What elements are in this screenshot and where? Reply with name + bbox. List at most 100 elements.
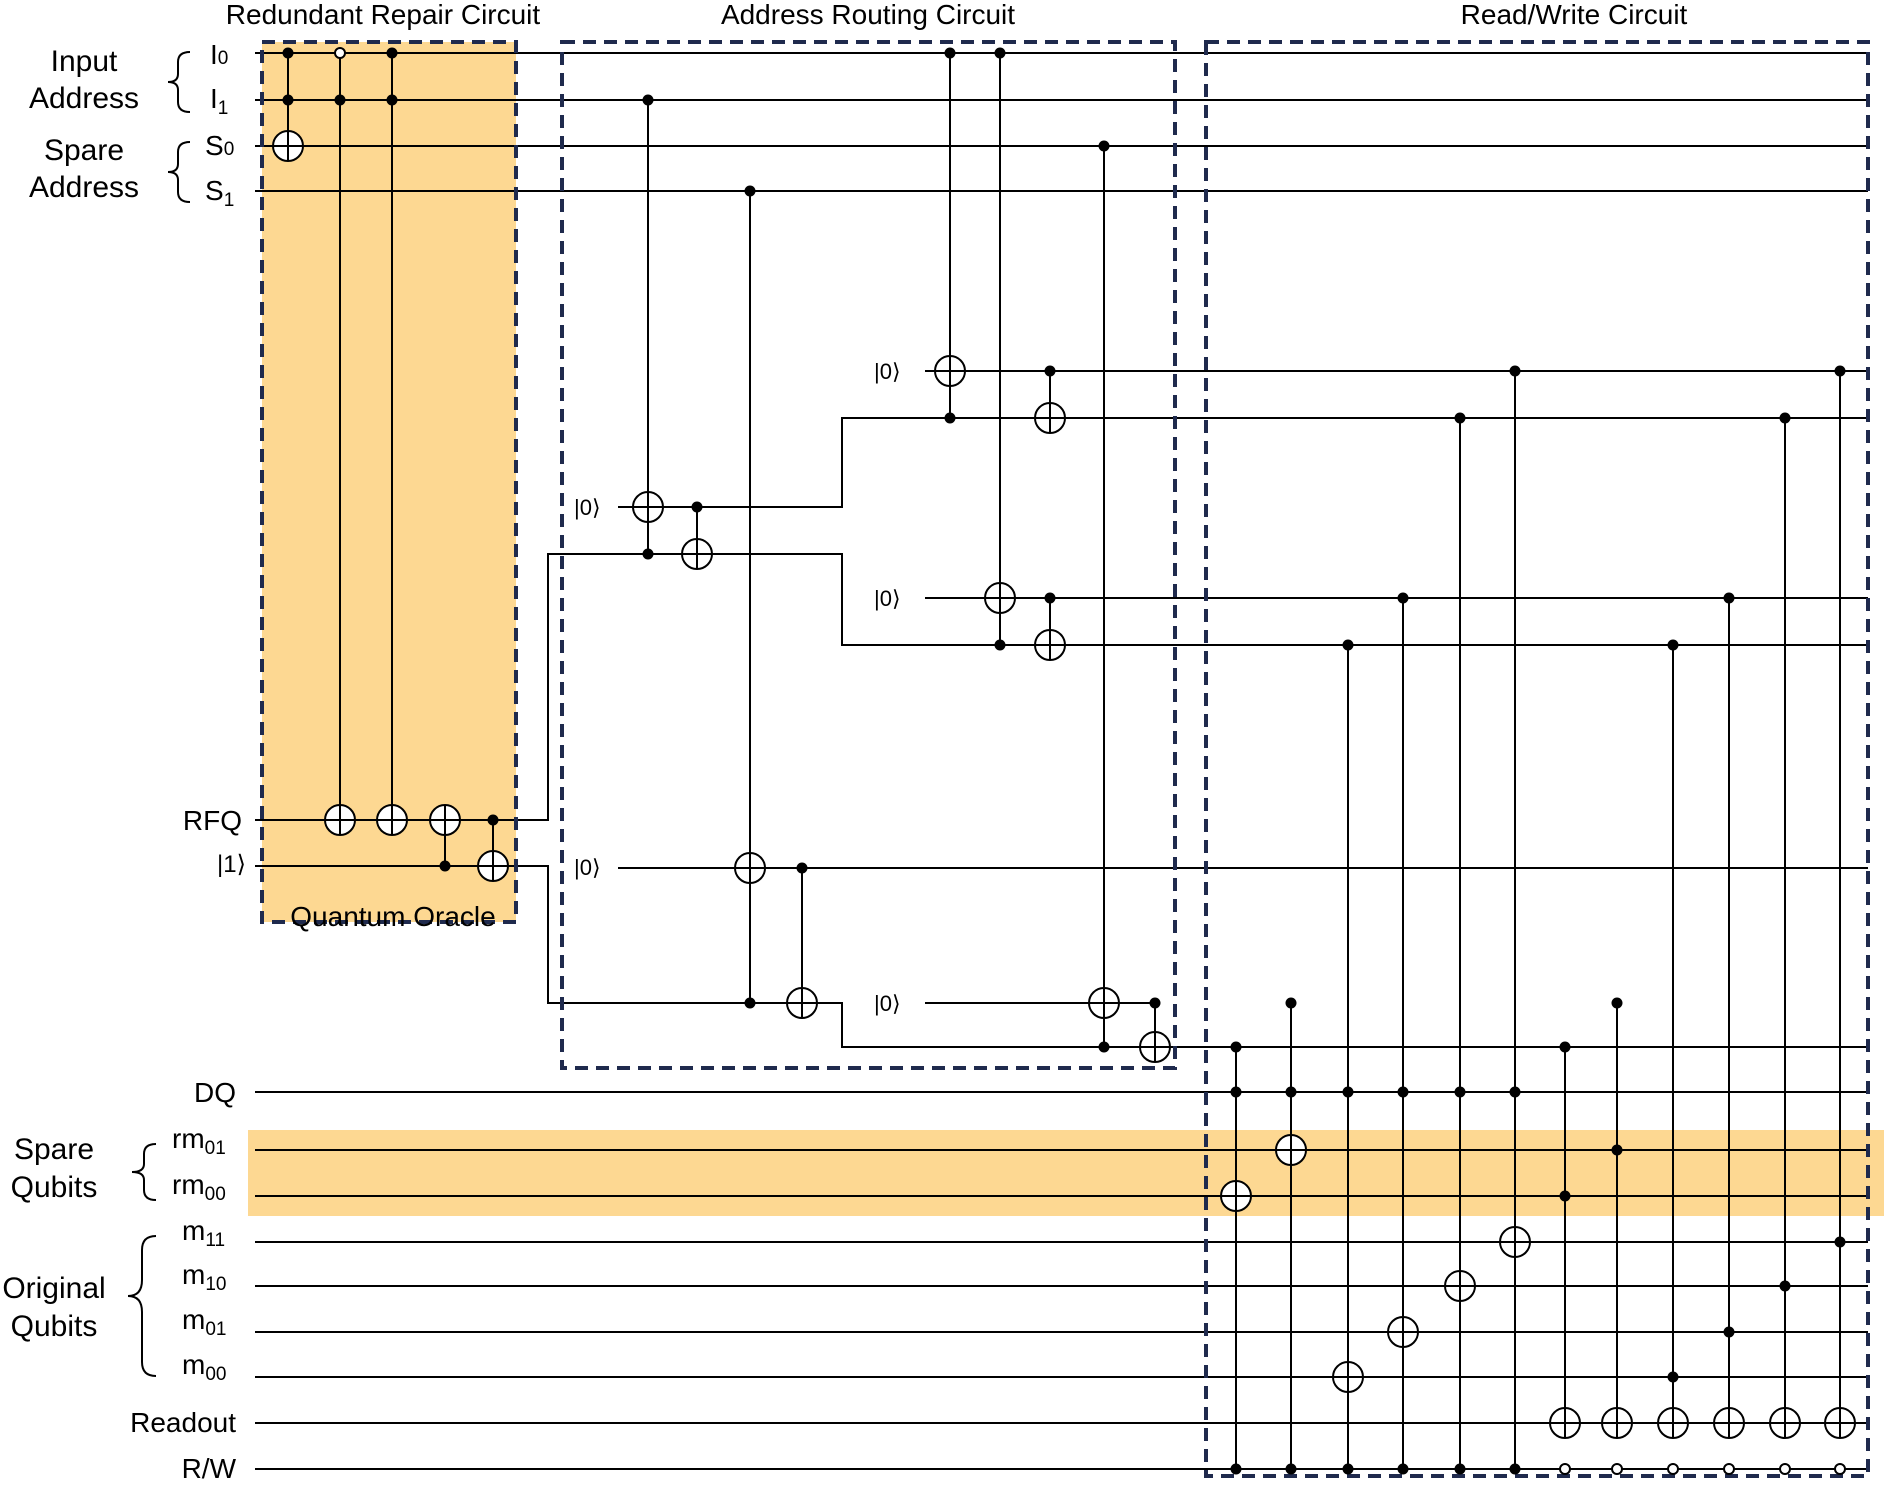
open-control-dot-2	[1611, 1463, 1623, 1475]
control-dot-11	[744, 997, 756, 1009]
control-dot-14	[944, 412, 956, 424]
control-dot-13	[944, 47, 956, 59]
readwrite-circuit-box	[1204, 40, 1870, 1478]
control-dot-23	[1230, 1086, 1242, 1098]
braces	[127, 51, 191, 1377]
cnot-target-5	[632, 491, 664, 523]
control-dot-47	[1723, 1326, 1735, 1338]
oracle-highlight	[262, 42, 516, 922]
cnot-target-19	[1444, 1270, 1476, 1302]
control-dot-32	[1397, 1086, 1409, 1098]
open-control-dot-6	[1834, 1463, 1846, 1475]
control-lines	[287, 53, 1841, 1469]
control-dot-20	[1098, 1041, 1110, 1053]
control-dot-34	[1454, 412, 1466, 424]
wire-label-rm01: rm01	[172, 1123, 226, 1159]
control-dot-8	[642, 548, 654, 560]
ancilla-label-1: |0⟩	[574, 495, 601, 520]
group-label-input-2: Address	[29, 82, 139, 115]
control-dot-7	[642, 94, 654, 106]
wire-label-s1: S1	[205, 175, 234, 211]
group-label-spare-qubits-2: Qubits	[11, 1171, 98, 1204]
control-dot-40	[1559, 1041, 1571, 1053]
wire-label-i0: I0	[210, 39, 228, 70]
control-dot-38	[1509, 1086, 1521, 1098]
control-dot-6	[487, 814, 499, 826]
control-dot-25	[1285, 997, 1297, 1009]
repair-circuit-box	[260, 40, 518, 924]
spare-qubits-highlight	[248, 1130, 1884, 1216]
ancilla-labels: |0⟩ |0⟩ |0⟩ |0⟩ |0⟩	[574, 359, 901, 1016]
wire-label-rfq: RFQ	[183, 805, 242, 836]
control-dot-36	[1454, 1463, 1466, 1475]
cnot-target-7	[734, 852, 766, 884]
open-control-dot-3	[1667, 1463, 1679, 1475]
control-dot-35	[1454, 1086, 1466, 1098]
cnot-target-21	[1549, 1407, 1581, 1439]
wire-label-m10: m10	[182, 1259, 226, 1295]
open-control-dot-5	[1779, 1463, 1791, 1475]
cnot-target-4	[477, 850, 509, 882]
cnot-target-25	[1769, 1407, 1801, 1439]
cnot-target-3	[429, 804, 461, 836]
control-dot-16	[994, 639, 1006, 651]
control-dot-30	[1342, 1463, 1354, 1475]
control-dot-1	[282, 94, 294, 106]
control-dot-29	[1342, 1086, 1354, 1098]
wire-label-i1: I1	[210, 83, 228, 119]
group-label-original-2: Qubits	[11, 1310, 98, 1343]
cnot-target-20	[1499, 1226, 1531, 1258]
control-dot-15	[994, 47, 1006, 59]
cnot-target-8	[786, 987, 818, 1019]
control-dot-9	[691, 501, 703, 513]
cnot-target-6	[681, 538, 713, 570]
control-dot-26	[1285, 1086, 1297, 1098]
open-control-dot-0	[334, 47, 346, 59]
cnot-target-2	[376, 804, 408, 836]
cnot-target-12	[1034, 629, 1066, 661]
group-label-original-1: Original	[2, 1272, 105, 1305]
wire-label-readout: Readout	[130, 1407, 236, 1438]
group-label-spare-qubits-1: Spare	[14, 1133, 94, 1166]
control-dot-49	[1779, 1280, 1791, 1292]
cnot-target-10	[984, 582, 1016, 614]
control-dot-50	[1834, 365, 1846, 377]
group-label-input-1: Input	[51, 45, 118, 78]
group-label-spare-addr-1: Spare	[44, 134, 124, 167]
section-title-readwrite: Read/Write Circuit	[1461, 0, 1688, 30]
cnot-target-23	[1657, 1407, 1689, 1439]
brace-spare-qubits	[131, 1143, 157, 1201]
brace-spare-address	[167, 141, 191, 203]
brace-input-address	[167, 51, 191, 113]
control-dot-3	[386, 47, 398, 59]
wire-label-m11: m11	[182, 1215, 225, 1251]
control-dot-5	[439, 860, 451, 872]
control-dot-39	[1509, 1463, 1521, 1475]
control-dot-33	[1397, 1463, 1409, 1475]
cnot-target-24	[1713, 1407, 1745, 1439]
gates	[272, 47, 1856, 1475]
control-dot-22	[1230, 1041, 1242, 1053]
open-control-dot-1	[1559, 1463, 1571, 1475]
control-dot-0	[282, 47, 294, 59]
ancilla-label-2: |0⟩	[574, 855, 601, 880]
brace-original-qubits	[127, 1235, 157, 1377]
ancilla-label-4: |0⟩	[874, 586, 901, 611]
cnot-target-15	[1220, 1180, 1252, 1212]
control-dot-18	[1044, 592, 1056, 604]
control-dot-37	[1509, 365, 1521, 377]
cnot-target-18	[1387, 1316, 1419, 1348]
wire-label-rw: R/W	[182, 1453, 237, 1484]
ancilla-label-5: |0⟩	[874, 991, 901, 1016]
control-dot-17	[1044, 365, 1056, 377]
cnot-target-11	[1034, 402, 1066, 434]
control-dot-24	[1230, 1463, 1242, 1475]
open-control-dot-4	[1723, 1463, 1735, 1475]
cnot-target-13	[1088, 987, 1120, 1019]
control-dot-10	[744, 185, 756, 197]
section-title-repair: Redundant Repair Circuit	[226, 0, 541, 30]
quantum-oracle-label: Quantum Oracle	[290, 901, 495, 932]
control-dot-46	[1723, 592, 1735, 604]
wire-label-one-ket: |1⟩	[217, 851, 246, 878]
control-dot-27	[1285, 1463, 1297, 1475]
